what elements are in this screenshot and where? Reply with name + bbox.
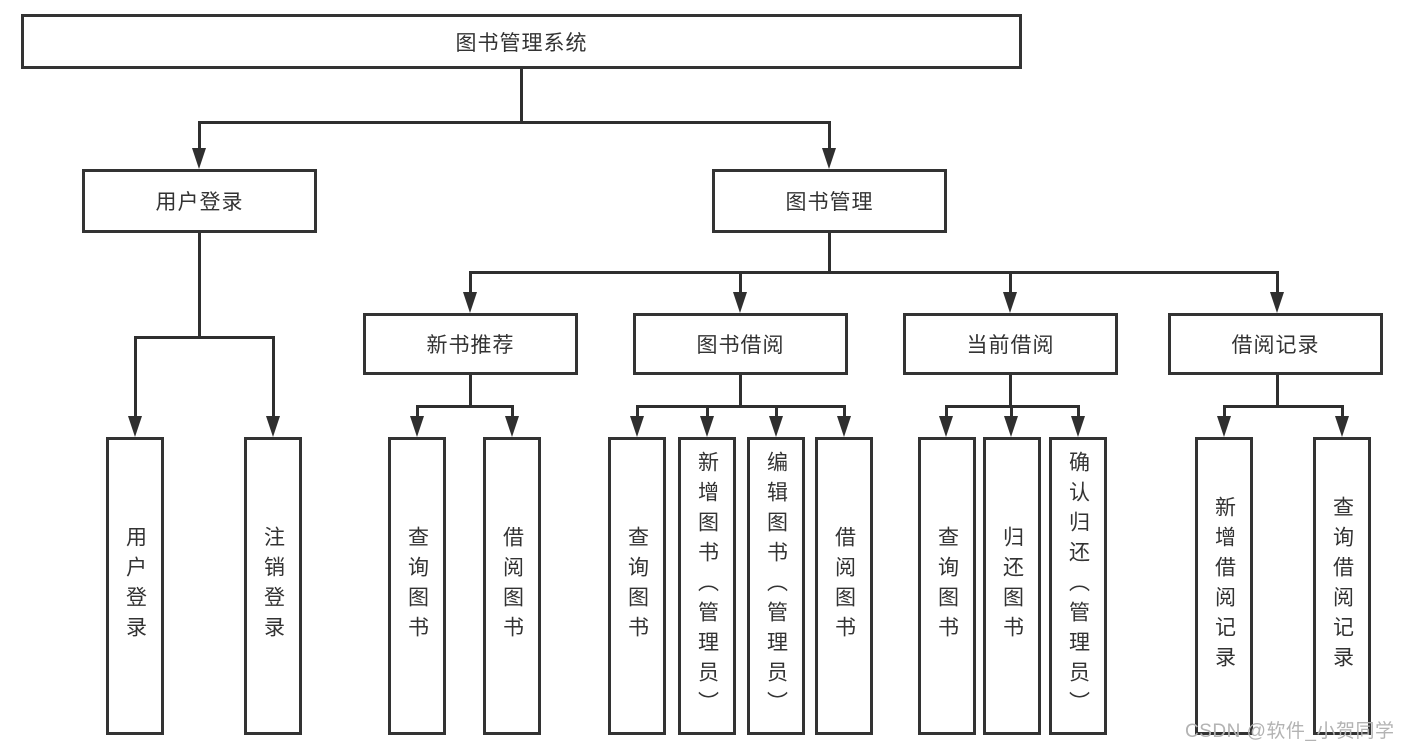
node-new-book-recommend: 新书推荐 [363,313,578,375]
leaf-edit-books-admin-label: 编辑图书（管理员） [764,451,788,721]
arrowhead-bb-add-icon [700,416,714,437]
arrow-shaft-cb-confirm [1077,405,1080,419]
arrow-shaft-nb-query [416,405,419,419]
leaf-confirm-return-admin-label: 确认归还（管理员） [1066,451,1090,721]
arrowhead-nb-query-icon [410,416,424,437]
leaf-query-books-2-label: 查询图书 [625,526,649,646]
node-user-login: 用户登录 [82,169,317,233]
trunk-book-mgmt [828,233,831,274]
arrow-shaft-new-book [469,271,472,293]
leaf-query-books-3-label: 查询图书 [935,526,959,646]
arrow-shaft-book-borrow [739,271,742,293]
trunk-user-login [198,233,201,339]
leaf-add-borrow-record: 新增借阅记录 [1195,437,1253,735]
arrowhead-user-login-icon [192,148,206,169]
branch-borrow-rec [1223,405,1344,408]
leaf-borrow-books-2: 借阅图书 [815,437,873,735]
arrowhead-logout-icon [266,416,280,437]
arrowhead-login-icon [128,416,142,437]
leaf-query-borrow-record: 查询借阅记录 [1313,437,1371,735]
branch-new-book [416,405,514,408]
leaf-add-books-admin-label: 新增图书（管理员） [695,451,719,721]
leaf-borrow-books-1: 借阅图书 [483,437,541,735]
node-book-borrowing-label: 图书借阅 [696,334,785,357]
arrowhead-br-query-icon [1335,416,1349,437]
node-book-borrowing: 图书借阅 [633,313,848,375]
arrowhead-br-add-icon [1217,416,1231,437]
arrowhead-new-book-icon [463,292,477,313]
node-root: 图书管理系统 [21,14,1022,69]
arrow-shaft-logout [272,336,275,418]
leaf-logout: 注销登录 [244,437,302,735]
leaf-query-books-1: 查询图书 [388,437,446,735]
arrow-shaft-br-add [1223,405,1226,419]
node-new-book-recommend-label: 新书推荐 [426,334,515,357]
arrowhead-borrow-rec-icon [1270,292,1284,313]
leaf-edit-books-admin: 编辑图书（管理员） [747,437,805,735]
leaf-user-login-label: 用户登录 [123,526,147,646]
arrow-shaft-nb-borrow [511,405,514,419]
leaf-return-books-label: 归还图书 [1000,526,1024,646]
arrowhead-cb-confirm-icon [1071,416,1085,437]
node-current-borrowing: 当前借阅 [903,313,1118,375]
arrowhead-bb-borrow-icon [837,416,851,437]
arrow-shaft-bb-edit [775,405,778,419]
arrow-shaft-bb-query [636,405,639,419]
node-user-login-label: 用户登录 [155,191,244,214]
leaf-query-borrow-record-label: 查询借阅记录 [1330,496,1354,676]
arrow-shaft-br-query [1341,405,1344,419]
arrowhead-book-borrow-icon [733,292,747,313]
trunk-borrow-rec [1276,375,1279,408]
node-borrow-records: 借阅记录 [1168,313,1383,375]
arrowhead-bb-edit-icon [769,416,783,437]
trunk-book-borrow [739,375,742,408]
branch-user-login [134,336,275,339]
node-book-management-label: 图书管理 [785,191,874,214]
arrowhead-book-mgmt-icon [822,148,836,169]
arrowhead-cb-return-icon [1004,416,1018,437]
branch-book-borrow [636,405,846,408]
arrow-shaft-borrow-rec [1276,271,1279,293]
csdn-watermark: CSDN @软件_小贺同学 [1185,721,1395,742]
branch-level1 [198,121,831,124]
leaf-query-books-2: 查询图书 [608,437,666,735]
node-root-label: 图书管理系统 [455,31,588,55]
node-current-borrowing-label: 当前借阅 [966,334,1055,357]
trunk-root [520,69,523,124]
branch-book-mgmt [469,271,1279,274]
arrow-shaft-cb-return [1010,405,1013,419]
leaf-borrow-books-1-label: 借阅图书 [500,526,524,646]
leaf-query-books-3: 查询图书 [918,437,976,735]
arrow-shaft-cur-borrow [1009,271,1012,293]
arrowhead-cb-query-icon [939,416,953,437]
leaf-return-books: 归还图书 [983,437,1041,735]
leaf-logout-label: 注销登录 [261,526,285,646]
leaf-add-books-admin: 新增图书（管理员） [678,437,736,735]
arrow-shaft-bb-add [706,405,709,419]
arrowhead-bb-query-icon [630,416,644,437]
arrow-shaft-login [134,336,137,418]
arrow-shaft-bb-borrow [843,405,846,419]
arrowhead-nb-borrow-icon [505,416,519,437]
arrow-shaft-user-login [198,121,201,151]
node-book-management: 图书管理 [712,169,947,233]
node-borrow-records-label: 借阅记录 [1231,334,1320,357]
leaf-confirm-return-admin: 确认归还（管理员） [1049,437,1107,735]
leaf-borrow-books-2-label: 借阅图书 [832,526,856,646]
trunk-new-book [469,375,472,408]
leaf-add-borrow-record-label: 新增借阅记录 [1212,496,1236,676]
arrowhead-cur-borrow-icon [1003,292,1017,313]
arrow-shaft-book-mgmt [828,121,831,151]
trunk-cur-borrow [1009,375,1012,408]
arrow-shaft-cb-query [945,405,948,419]
leaf-query-books-1-label: 查询图书 [405,526,429,646]
leaf-user-login: 用户登录 [106,437,164,735]
